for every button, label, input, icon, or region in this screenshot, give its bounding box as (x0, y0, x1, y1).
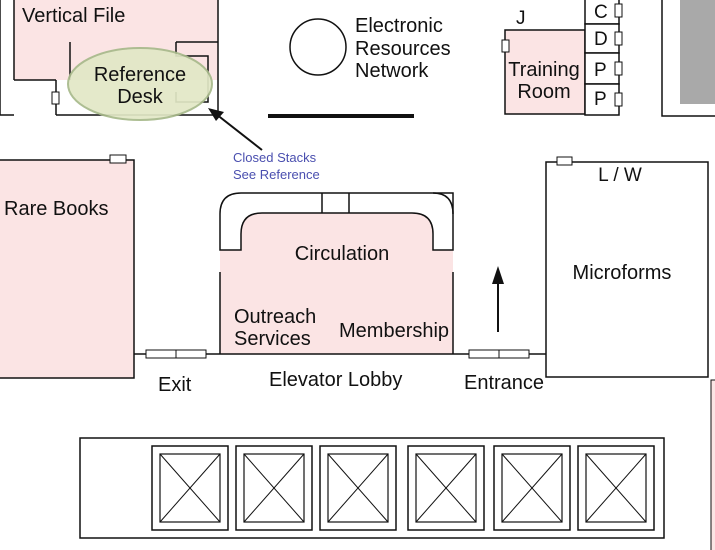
elevator-cross (159, 453, 221, 523)
door (51, 91, 60, 105)
door (614, 3, 623, 18)
reference-desk-label: Reference (94, 64, 186, 86)
pointer-arrowhead (208, 108, 224, 121)
pointer-arrow (215, 113, 263, 151)
door (556, 156, 573, 166)
entrance-arrowhead (492, 266, 504, 284)
circulation-desk (432, 192, 454, 215)
elevator-car (585, 453, 647, 523)
lw-label: L / W (598, 165, 642, 186)
door (614, 61, 623, 76)
study-room-p1[interactable] (584, 52, 620, 85)
elevator-cross (327, 453, 389, 523)
ern-label: Electronic (355, 15, 443, 37)
rare-books-room[interactable] (0, 159, 135, 379)
training-room-label: Training (508, 59, 580, 81)
outreach-services-label: Outreach (234, 306, 316, 328)
exit-label: Exit (158, 374, 192, 396)
elevator-car (243, 453, 305, 523)
adjacent-room (710, 379, 715, 550)
study-room-j-label: J (516, 8, 526, 29)
study-room-d[interactable] (584, 23, 620, 54)
closed-stacks-note: See Reference (233, 167, 320, 182)
reference-desk-label: Desk (117, 86, 164, 108)
door (501, 39, 510, 53)
ern-label: Resources (355, 38, 451, 60)
elevator-car (327, 453, 389, 523)
circulation-desk (219, 192, 454, 251)
training-room[interactable] (504, 29, 586, 115)
ern-label: Network (355, 60, 429, 82)
outreach-services-label: Services (234, 328, 311, 350)
elevator-lobby-label: Elevator Lobby (269, 369, 402, 391)
door (109, 154, 127, 164)
elevator-cross (585, 453, 647, 523)
microforms-room[interactable] (545, 161, 709, 378)
elevator-car (501, 453, 563, 523)
vertical-file-label: Vertical File (22, 5, 125, 27)
study-room-d-label: D (594, 29, 608, 50)
door (614, 31, 623, 46)
entrance-label: Entrance (464, 372, 544, 394)
circulation-area[interactable] (220, 213, 453, 354)
rare-books-label: Rare Books (4, 198, 109, 220)
study-room-c-label: C (594, 2, 608, 23)
elevator-cross (415, 453, 477, 523)
closed-stacks-note: Closed Stacks (233, 150, 317, 165)
study-room-p-label: P (594, 60, 607, 81)
door (614, 92, 623, 107)
elevator-cross (243, 453, 305, 523)
microforms-label: Microforms (573, 262, 672, 284)
electronic-resources-circle[interactable] (289, 18, 347, 76)
study-room-p-label: P (594, 89, 607, 110)
circulation-label: Circulation (295, 243, 389, 265)
elevator-car (159, 453, 221, 523)
membership-label: Membership (339, 320, 449, 342)
training-room-label: Room (517, 81, 570, 103)
elevator-car (415, 453, 477, 523)
service-area-fill (680, 0, 715, 104)
reference-desk-highlight[interactable] (67, 47, 213, 121)
elevator-cross (501, 453, 563, 523)
